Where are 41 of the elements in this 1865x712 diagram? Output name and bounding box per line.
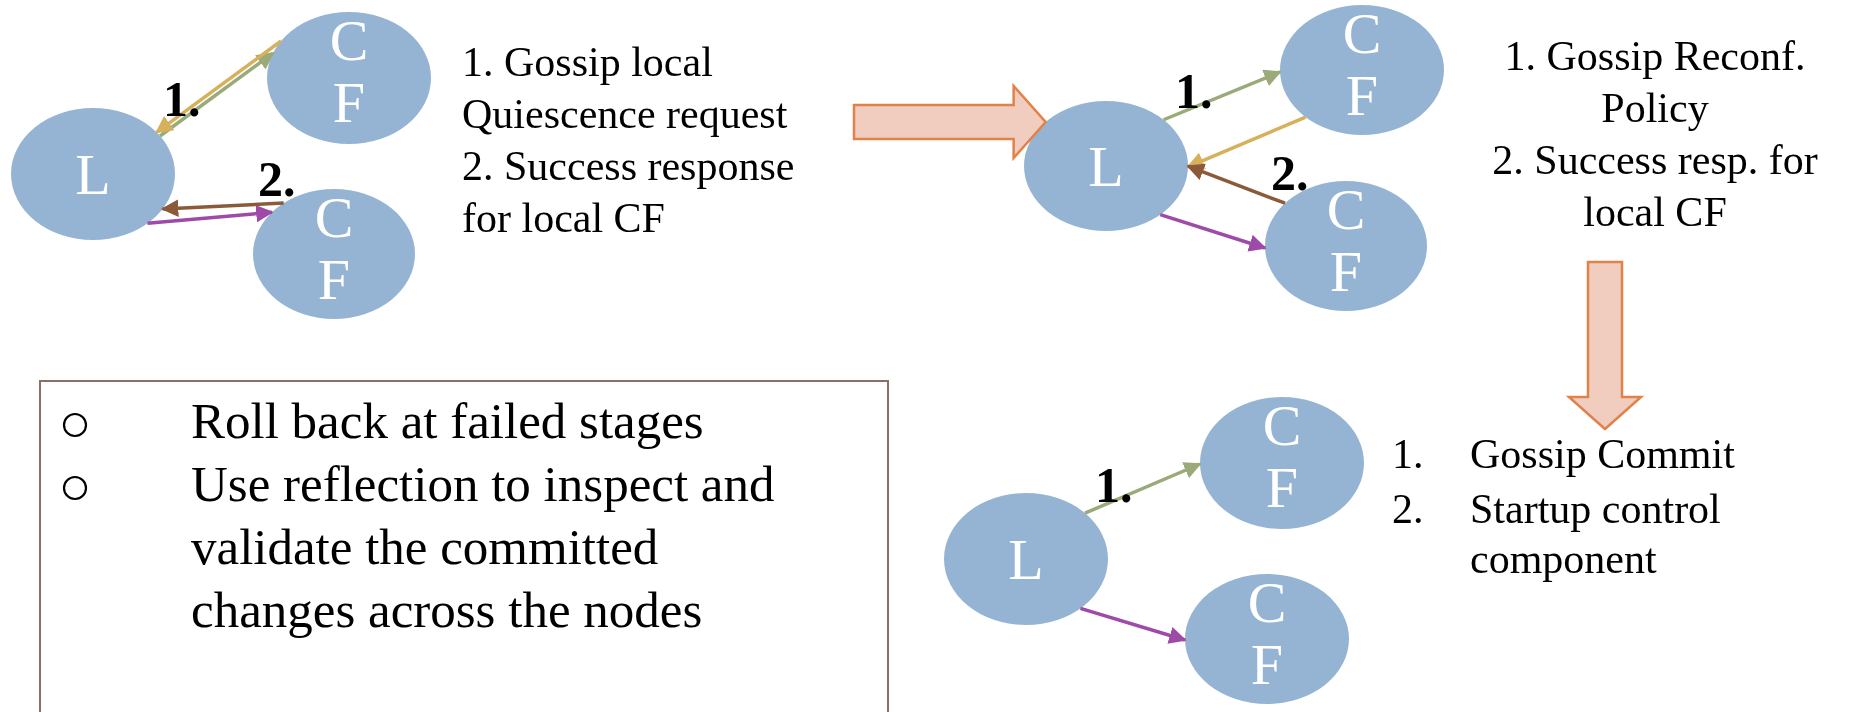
arrow xyxy=(1186,163,1286,205)
node-letter: L xyxy=(1087,136,1125,198)
arrow xyxy=(1084,462,1202,515)
arrow xyxy=(1079,606,1187,644)
arrow xyxy=(1162,69,1282,122)
step-number: 2. xyxy=(258,154,296,204)
note-box xyxy=(39,380,889,712)
step-number: 1. xyxy=(1175,66,1213,116)
bullet-text: Roll back at failed stages xyxy=(191,392,705,451)
arrow xyxy=(147,204,274,226)
step-text: 1. Gossip local Quiescence request xyxy=(462,38,789,139)
node-letter: C F xyxy=(1261,395,1303,519)
node-letter: C F xyxy=(328,10,370,134)
step-number: 1. xyxy=(163,74,201,124)
list-number: 1. xyxy=(1392,430,1424,479)
step-text: 2. Success response for local CF xyxy=(462,142,796,243)
list-number: 2. xyxy=(1392,485,1424,534)
arrow xyxy=(159,51,275,138)
node-ellipse xyxy=(1280,5,1444,135)
arrow xyxy=(1159,213,1267,252)
step-number: 2. xyxy=(1271,148,1309,198)
node-letter: C F xyxy=(1325,179,1367,303)
node-letter: C F xyxy=(313,187,355,311)
arrow xyxy=(160,199,284,217)
bullet-text: Use reflection to inspect and validate the committed changes across the nodes xyxy=(191,455,776,640)
node-ellipse xyxy=(1185,574,1349,704)
block-arrow xyxy=(852,82,1048,162)
step-text: Startup control component xyxy=(1470,485,1722,584)
node-ellipse xyxy=(267,12,431,144)
node-letter: L xyxy=(1007,529,1045,591)
node-letter: L xyxy=(74,144,112,206)
node-ellipse xyxy=(1200,397,1364,529)
step-number: 1. xyxy=(1095,460,1133,510)
arrow xyxy=(1186,115,1307,169)
node-letter: C F xyxy=(1341,3,1383,127)
step-text: Gossip Commit xyxy=(1470,430,1735,479)
step-text: 2. Success resp. for local CF xyxy=(1491,136,1819,237)
step-text: 1. Gossip Reconf. Policy xyxy=(1503,32,1807,133)
block-arrow xyxy=(1565,260,1645,431)
node-letter: C F xyxy=(1246,572,1288,696)
arrow xyxy=(155,39,283,134)
